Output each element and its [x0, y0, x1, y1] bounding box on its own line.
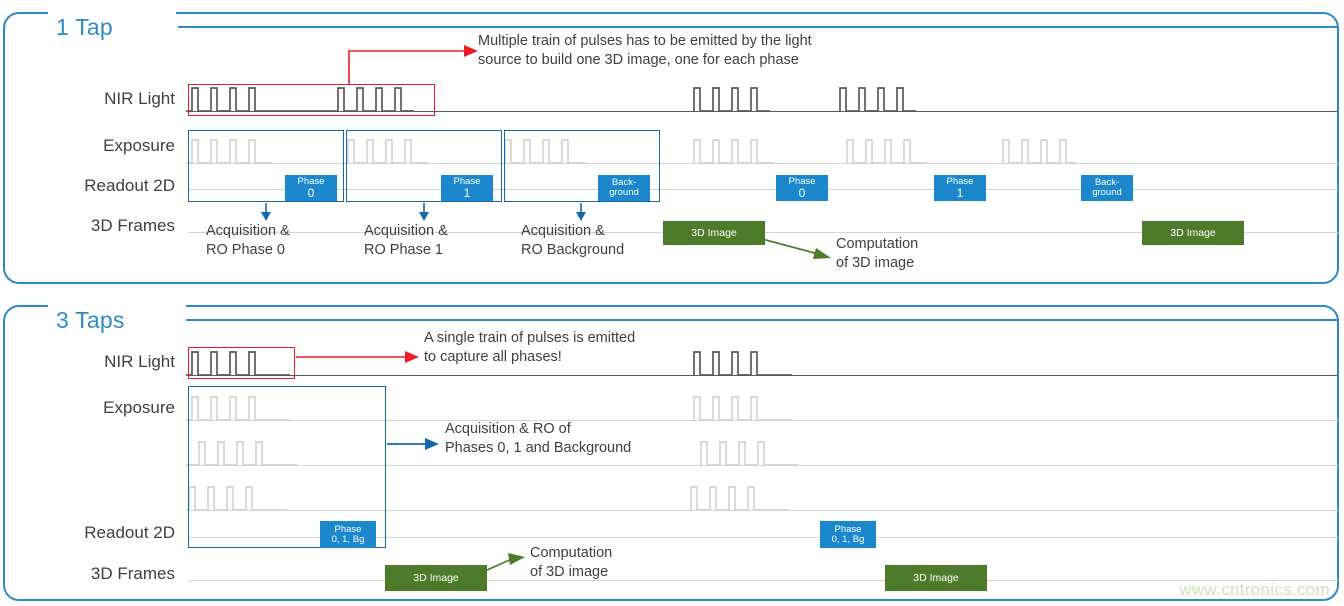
exposure-pulse-train-1tap	[186, 139, 1076, 164]
frame-box-3d-image-3taps-b[interactable]: 3D Image	[885, 565, 987, 591]
readout-chip-background-b[interactable]: Back- ground	[1081, 175, 1133, 201]
readout-chip-line2: 1	[956, 185, 964, 200]
exposure-pulse-train-3taps-background	[186, 486, 789, 511]
frame-box-label: 3D Image	[691, 227, 737, 239]
readout-chip-line1: Phase	[453, 175, 481, 187]
readout-chip-line1: Phase	[834, 523, 862, 535]
readout-chip-line1: Phase	[297, 175, 325, 187]
acquisition-group-box-phase1	[346, 130, 502, 202]
acquisition-text-background: Acquisition & RO Background	[521, 223, 625, 259]
row-label-readout-2d-3taps: Readout 2D	[84, 523, 175, 542]
readout-2d-baseline-1tap	[188, 189, 1338, 190]
acquisition-text-phase0: Acquisition & RO Phase 0	[206, 223, 290, 259]
row-label-exposure-3taps: Exposure	[103, 398, 175, 417]
section-rule-three-taps	[186, 319, 1337, 321]
section-rule-one-tap	[178, 26, 1337, 28]
nir-light-pulse-train-3taps	[186, 351, 792, 376]
readout-chip-phase-0-1-bg-a[interactable]: Phase 0, 1, Bg	[320, 521, 376, 548]
readout-chip-line1: Back-	[1094, 177, 1120, 189]
callout-text-1tap: Multiple train of pulses has to be emitt…	[478, 33, 812, 69]
readout-chip-line2: 1	[463, 185, 471, 200]
readout-chip-line2: 0, 1, Bg	[331, 533, 365, 545]
watermark: www.cntronics.com	[1179, 580, 1330, 599]
nir-light-highlight-box-1tap	[188, 84, 435, 116]
readout-chip-line2: ground	[609, 187, 639, 198]
frames-baseline-3taps	[188, 580, 1338, 581]
acquisition-text-phase1: Acquisition & RO Phase 1	[364, 223, 448, 259]
section-panel-one-tap	[3, 12, 1339, 284]
row-label-nir-light-3taps: NIR Light	[104, 352, 175, 371]
readout-chip-phase-0-b[interactable]: Phase 0	[776, 175, 828, 201]
frame-box-3d-image-1tap-b[interactable]: 3D Image	[1142, 221, 1244, 245]
readout-chip-line1: Back-	[611, 177, 637, 189]
acquisition-group-box-background	[504, 130, 660, 202]
callout-text-3taps: A single train of pulses is emitted to c…	[424, 330, 636, 366]
section-title-one-tap: 1 Tap	[56, 14, 113, 40]
readout-chip-background-a[interactable]: Back- ground	[598, 175, 650, 201]
frame-box-label: 3D Image	[913, 572, 959, 584]
title-mask-three-taps	[48, 302, 186, 308]
readout-chip-line2: ground	[1092, 187, 1122, 198]
computation-note-1tap: Computation of 3D image	[836, 236, 919, 272]
frame-box-label: 3D Image	[413, 572, 459, 584]
frame-box-label: 3D Image	[1170, 227, 1216, 239]
readout-2d-baseline-3taps	[188, 537, 1338, 538]
frame-box-3d-image-1tap-a[interactable]: 3D Image	[663, 221, 765, 245]
nir-light-highlight-box-3taps	[188, 347, 295, 379]
readout-chip-phase-1-a[interactable]: Phase 1	[441, 175, 493, 201]
acquisition-group-box-3taps	[188, 386, 386, 548]
readout-chip-line2: 0, 1, Bg	[831, 533, 865, 545]
acquisition-group-box-phase0	[188, 130, 344, 202]
row-label-exposure-1tap: Exposure	[103, 136, 175, 155]
readout-chip-line1: Phase	[788, 175, 816, 187]
readout-chip-line1: Phase	[334, 523, 362, 535]
title-mask-one-tap	[48, 9, 176, 15]
exposure-baseline-3taps-row1	[188, 465, 1338, 466]
readout-chip-line2: 0	[307, 185, 315, 200]
readout-chip-line1: Phase	[946, 175, 974, 187]
frame-box-3d-image-3taps-a[interactable]: 3D Image	[385, 565, 487, 591]
section-title-three-taps: 3 Taps	[56, 307, 125, 333]
row-label-3d-frames-1tap: 3D Frames	[90, 216, 175, 235]
exposure-pulse-train-3taps-phase0	[186, 396, 792, 421]
section-panel-three-taps	[3, 305, 1339, 601]
readout-chip-phase-1-b[interactable]: Phase 1	[934, 175, 986, 201]
readout-chip-line2: 0	[798, 185, 806, 200]
row-label-3d-frames-3taps: 3D Frames	[90, 564, 175, 583]
row-label-nir-light-1tap: NIR Light	[104, 89, 175, 108]
readout-chip-phase-0-a[interactable]: Phase 0	[285, 175, 337, 201]
readout-chip-phase-0-1-bg-b[interactable]: Phase 0, 1, Bg	[820, 521, 876, 548]
computation-note-3taps: Computation of 3D image	[530, 545, 613, 581]
acquisition-text-3taps: Acquisition & RO of Phases 0, 1 and Back…	[445, 421, 632, 457]
nir-light-pulse-train-1tap	[186, 87, 916, 112]
exposure-pulse-train-3taps-phase1	[186, 441, 799, 466]
row-label-readout-2d-1tap: Readout 2D	[84, 176, 175, 195]
